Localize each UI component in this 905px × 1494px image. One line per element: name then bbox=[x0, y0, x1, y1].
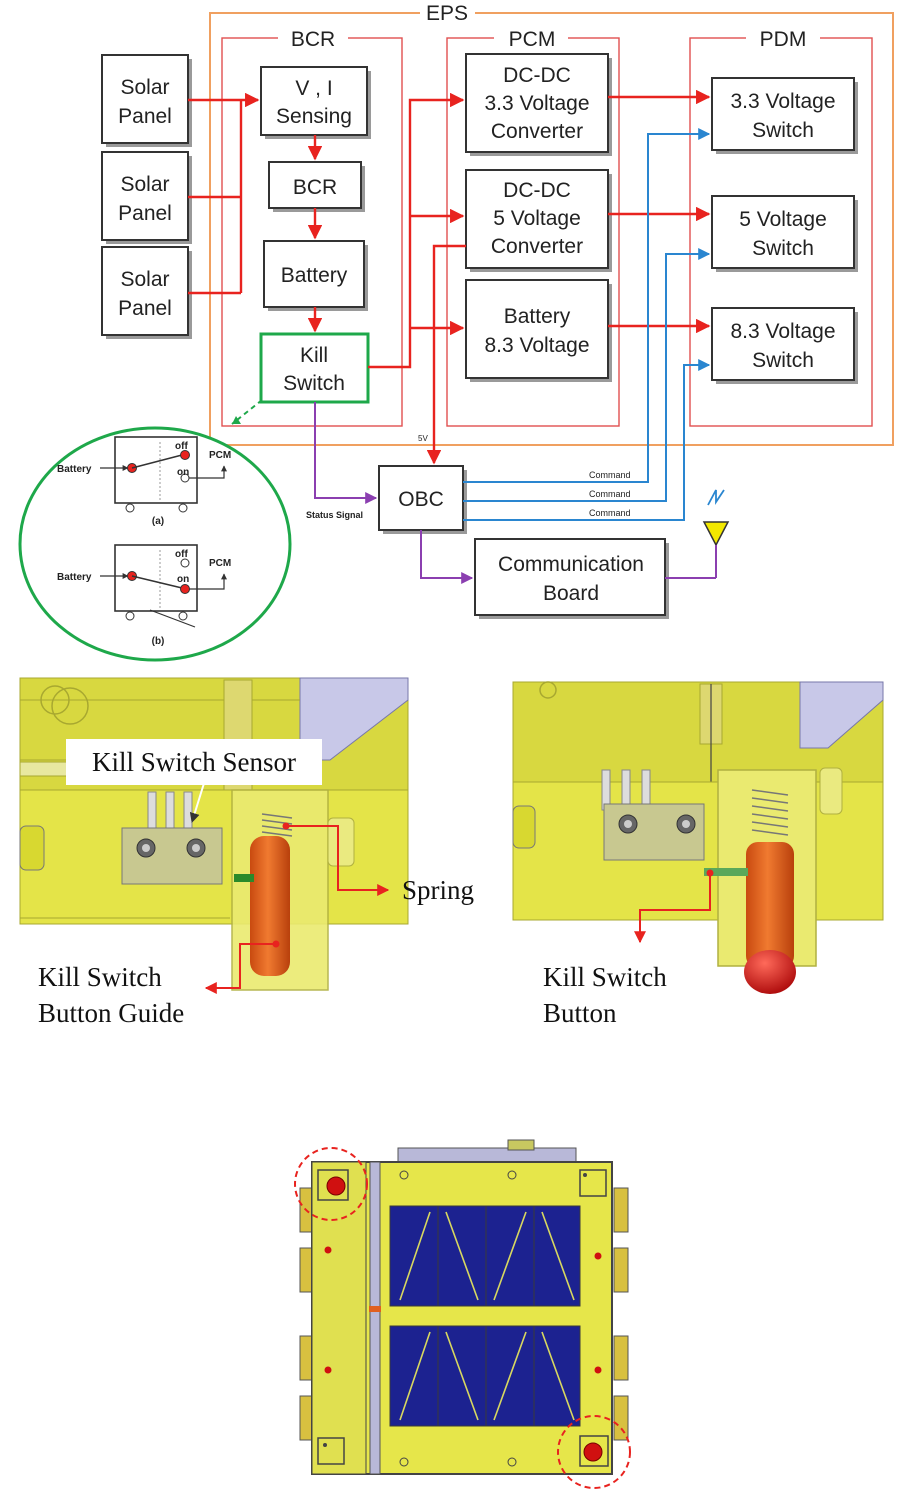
vi-sensing-label-1: V , I bbox=[295, 77, 332, 100]
pcm-block-3v3: DC-DC 3.3 Voltage Converter bbox=[465, 53, 612, 156]
kill-switch-button-label-2: Button bbox=[543, 998, 617, 1028]
status-signal-label: Status Signal bbox=[306, 510, 363, 520]
pcm-block-label: 8.3 Voltage bbox=[484, 334, 589, 357]
pcm-group-label: PCM bbox=[509, 28, 556, 51]
pdm-switch-5v: 5 Voltage Switch bbox=[711, 195, 858, 272]
pdm-block-label: Switch bbox=[752, 119, 814, 142]
inset-pcm-label: PCM bbox=[209, 450, 231, 461]
pdm-block-label: Switch bbox=[752, 349, 814, 372]
cad-view-right: Kill Switch Button bbox=[512, 681, 884, 1028]
satellite-bottom-view bbox=[294, 1139, 631, 1489]
pcm-block-label: Converter bbox=[491, 120, 583, 143]
pcm-block-label: 3.3 Voltage bbox=[484, 92, 589, 115]
solar-panel: Solar Panel bbox=[101, 151, 192, 244]
guide-label-1: Kill Switch bbox=[38, 962, 162, 992]
communication-board-label-1: Communication bbox=[498, 553, 644, 576]
power-lines bbox=[188, 89, 711, 465]
kill-switch-sensor-label: Kill Switch Sensor bbox=[92, 747, 296, 777]
eps-label: EPS bbox=[426, 2, 468, 25]
inset-pcm-label: PCM bbox=[209, 558, 231, 569]
kill-switch-button-label-1: Kill Switch bbox=[543, 962, 667, 992]
pdm-block-label: 3.3 Voltage bbox=[730, 90, 835, 113]
inset-connector bbox=[231, 399, 263, 425]
guide-label-2: Button Guide bbox=[38, 998, 184, 1028]
pcm-block-label: Converter bbox=[491, 235, 583, 258]
eps-frame bbox=[209, 12, 894, 446]
bcr-block-label: BCR bbox=[293, 176, 337, 199]
pcm-block-5v: DC-DC 5 Voltage Converter bbox=[465, 169, 612, 272]
command-label: Command bbox=[589, 470, 631, 480]
kill-switch-label-2: Switch bbox=[283, 372, 345, 395]
solar-panel-label-1: Solar bbox=[120, 76, 169, 99]
five-volt-label: 5V bbox=[418, 434, 428, 443]
pcm-block-label: DC-DC bbox=[503, 64, 571, 87]
obc-block: OBC bbox=[378, 465, 467, 534]
bcr-block: BCR bbox=[268, 161, 365, 212]
battery-block: Battery bbox=[263, 240, 368, 311]
inset-on-label: on bbox=[177, 574, 189, 585]
cad-view-left: Kill Switch Sensor Spring Kill Switch Bu… bbox=[19, 677, 474, 1028]
spring-label: Spring bbox=[402, 875, 474, 905]
command-lines bbox=[463, 128, 711, 521]
inset-a-label: (a) bbox=[152, 516, 164, 527]
inset-b-label: (b) bbox=[152, 636, 165, 647]
solar-panel: Solar Panel bbox=[101, 246, 192, 339]
kill-switch-label-1: Kill bbox=[300, 344, 328, 367]
vi-sensing-label-2: Sensing bbox=[276, 105, 352, 128]
pdm-group-label: PDM bbox=[760, 28, 807, 51]
kill-switch-inset: Battery off on PCM (a) Battery off on PC… bbox=[18, 426, 292, 662]
antenna-icon bbox=[702, 489, 730, 578]
inset-battery-label: Battery bbox=[57, 572, 92, 583]
vi-sensing-block: V , I Sensing bbox=[260, 66, 371, 139]
solar-panel: Solar Panel bbox=[101, 54, 192, 147]
pdm-switch-8v3: 8.3 Voltage Switch bbox=[711, 307, 858, 384]
bcr-group-label: BCR bbox=[291, 28, 335, 51]
battery-block-label: Battery bbox=[281, 264, 348, 287]
solar-panel-label-2: Panel bbox=[118, 202, 172, 225]
signal-lines bbox=[314, 402, 716, 584]
pcm-block-label: DC-DC bbox=[503, 179, 571, 202]
inset-battery-label: Battery bbox=[57, 464, 92, 475]
communication-board-label-2: Board bbox=[543, 582, 599, 605]
kill-switch-block: Kill Switch bbox=[259, 332, 370, 404]
solar-panel-label-2: Panel bbox=[118, 297, 172, 320]
command-label: Command bbox=[589, 489, 631, 499]
command-label: Command bbox=[589, 508, 631, 518]
obc-label: OBC bbox=[398, 488, 444, 511]
inset-off-label: off bbox=[175, 441, 188, 452]
pdm-block-label: 5 Voltage bbox=[739, 208, 827, 231]
inset-off-label: off bbox=[175, 549, 188, 560]
pdm-block-label: 8.3 Voltage bbox=[730, 320, 835, 343]
communication-board-block: Communication Board bbox=[474, 538, 669, 619]
solar-panel-label-1: Solar bbox=[120, 173, 169, 196]
solar-panel-label-1: Solar bbox=[120, 268, 169, 291]
solar-panel-label-2: Panel bbox=[118, 105, 172, 128]
block-diagram: EPS BCR PCM PDM Solar Panel Solar Panel … bbox=[18, 2, 894, 662]
pcm-block-label: 5 Voltage bbox=[493, 207, 581, 230]
pcm-block-label: Battery bbox=[504, 305, 571, 328]
pdm-block-label: Switch bbox=[752, 237, 814, 260]
pcm-block-8v3: Battery 8.3 Voltage bbox=[465, 279, 612, 382]
inset-on-label: on bbox=[177, 467, 189, 478]
pdm-switch-3v3: 3.3 Voltage Switch bbox=[711, 77, 858, 154]
